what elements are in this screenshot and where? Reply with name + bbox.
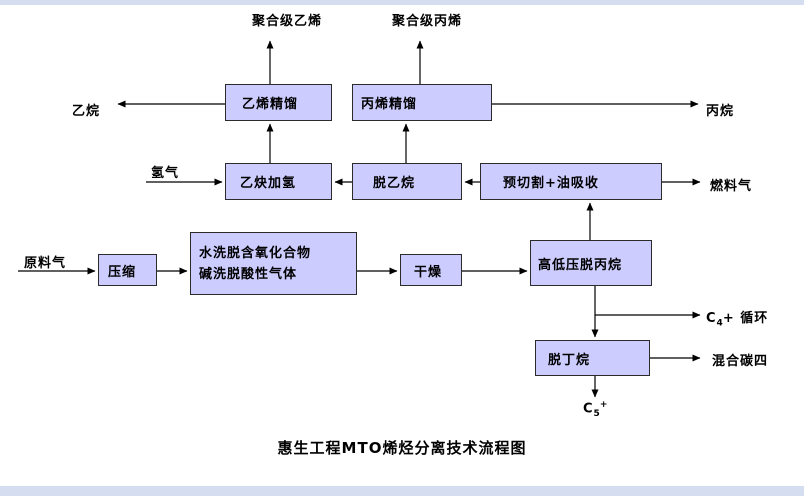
box-deethanizer: 脱乙烷 (352, 163, 462, 200)
box-label: 干燥 (414, 264, 443, 280)
box-wash-unit: 水洗脱含氧化合物 碱洗脱酸性气体 (190, 232, 357, 295)
box-acetylene-hydrogenation: 乙炔加氢 (225, 163, 332, 200)
c5-superscript: + (599, 400, 608, 410)
box-label-line2: 碱洗脱酸性气体 (199, 266, 298, 282)
box-compression: 压缩 (98, 254, 157, 286)
stream-mixed-c4: 混合碳四 (712, 354, 769, 369)
c5-subscript: 5 (593, 408, 600, 419)
stream-c4-recycle: C4+ 循环 (706, 307, 768, 329)
box-label: 预切割+油吸收 (503, 176, 599, 191)
stream-feed-gas: 原料气 (24, 256, 67, 271)
stream-propane: 丙烷 (706, 104, 735, 119)
box-drying: 干燥 (400, 254, 462, 286)
box-propylene-distillation: 丙烯精馏 (352, 84, 492, 121)
stream-polymer-grade-ethylene: 聚合级乙烯 (252, 14, 323, 29)
box-hl-depropanizer: 高低压脱丙烷 (530, 240, 652, 286)
box-label: 脱乙烷 (373, 176, 416, 191)
box-label: 压缩 (108, 264, 137, 280)
c5-base: C (583, 401, 594, 417)
box-label: 乙炔加氢 (240, 176, 297, 191)
box-label-line1: 水洗脱含氧化合物 (199, 245, 312, 261)
c4-rest: + 循环 (722, 311, 769, 326)
stream-fuel-gas: 燃料气 (710, 179, 753, 194)
stream-c5-plus: C5+ (583, 400, 607, 419)
box-label: 丙烯精馏 (361, 97, 418, 112)
box-label: 乙烯精馏 (242, 97, 299, 112)
page-border-top (0, 0, 804, 5)
c4-base: C (706, 311, 717, 326)
c4-subscript: 4 (716, 318, 723, 329)
box-precut-oil-absorption: 预切割+油吸收 (480, 163, 662, 200)
stream-polymer-grade-propylene: 聚合级丙烯 (392, 14, 463, 29)
stream-hydrogen: 氢气 (151, 166, 180, 181)
box-label: 脱丁烷 (548, 352, 591, 368)
box-debutanizer: 脱丁烷 (535, 340, 650, 376)
box-label: 高低压脱丙烷 (538, 257, 623, 273)
stream-ethane: 乙烷 (72, 104, 101, 119)
page-border-bottom (0, 486, 804, 496)
box-ethylene-distillation: 乙烯精馏 (225, 84, 332, 121)
diagram-title: 惠生工程MTO烯烃分离技术流程图 (277, 439, 527, 457)
